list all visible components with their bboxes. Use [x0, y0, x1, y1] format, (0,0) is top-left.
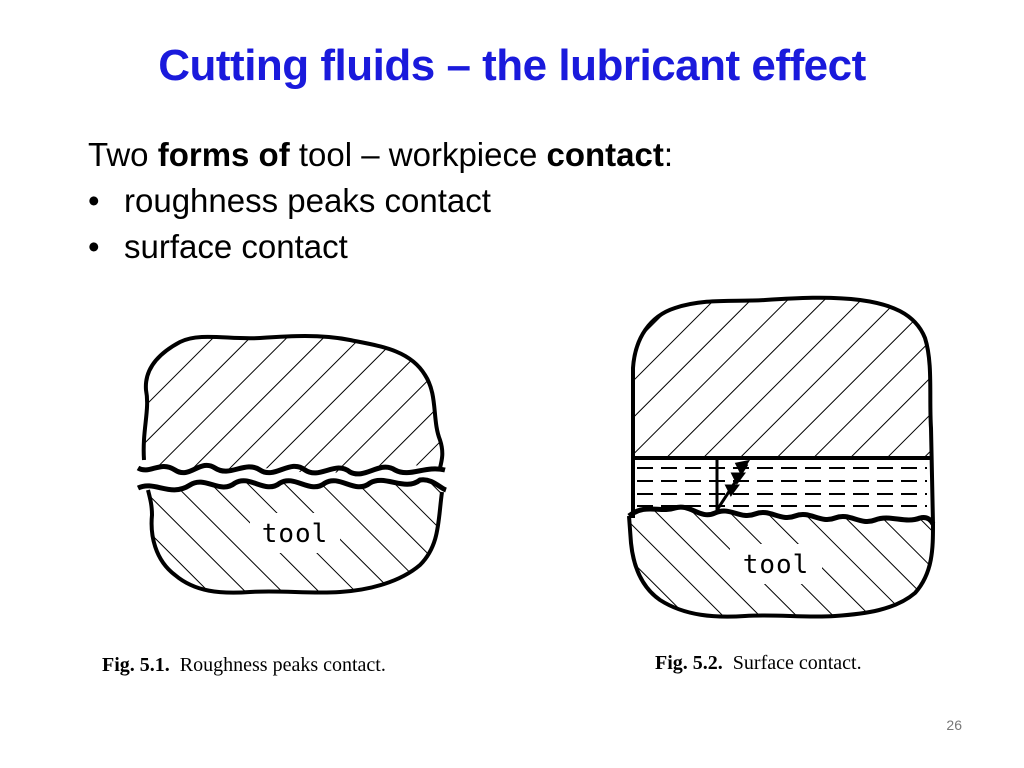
figure-caption-text: Surface contact.: [732, 652, 862, 674]
bullet-item-2: • surface contact: [88, 224, 673, 270]
tool-label-fig2: tool: [743, 550, 810, 580]
slide-body: Two forms of tool – workpiece contact: •…: [88, 132, 673, 270]
bullet-text-2: surface contact: [124, 228, 348, 265]
figure-roughness-peaks-contact: tool: [136, 334, 448, 595]
intro-bold-forms: forms of: [157, 136, 290, 173]
slide-title: Cutting fluids – the lubricant effect: [158, 41, 866, 90]
velocity-profile-arrows: [715, 458, 751, 511]
figure-caption-text: Roughness peaks contact.: [179, 654, 386, 676]
intro-colon: :: [663, 136, 674, 173]
bullet-icon: •: [88, 182, 100, 219]
intro-line: Two forms of tool – workpiece contact:: [88, 132, 673, 178]
figure-caption-number: Fig. 5.1.: [102, 654, 170, 676]
intro-text-2: tool – workpiece: [289, 136, 547, 173]
contact-roughness-lines: [136, 463, 448, 493]
intro-text-1: Two: [88, 136, 158, 173]
figure-caption-1: Fig. 5.1. Roughness peaks contact.: [102, 654, 386, 677]
intro-bold-contact: contact: [546, 136, 664, 173]
figure-surface-contact: tool: [627, 295, 936, 619]
lubricant-film-layer: [637, 467, 927, 507]
bullet-text-1: roughness peaks contact: [124, 182, 491, 219]
figure-caption-number: Fig. 5.2.: [655, 652, 723, 674]
page-number: 26: [946, 717, 962, 733]
bullet-icon: •: [88, 228, 100, 265]
workpiece-hatched-block: [631, 295, 935, 525]
workpiece-hatched-block: [141, 334, 445, 474]
figure-caption-2: Fig. 5.2. Surface contact.: [655, 652, 862, 675]
tool-label-fig1: tool: [262, 519, 329, 549]
bullet-item-1: • roughness peaks contact: [88, 178, 673, 224]
